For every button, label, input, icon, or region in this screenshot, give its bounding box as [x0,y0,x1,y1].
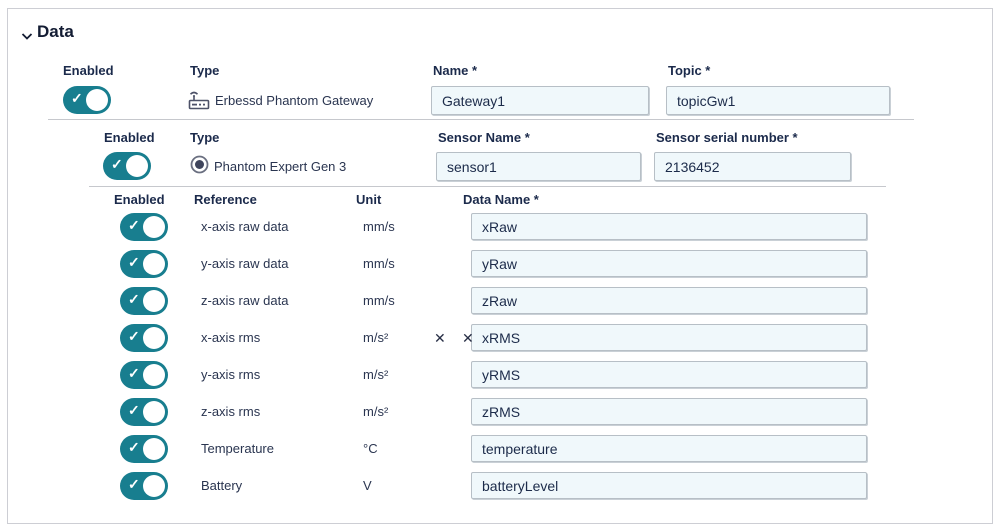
table-header-unit: Unit [356,192,382,207]
table-row: ✓ x-axis raw data mm/s [8,213,992,241]
check-icon: ✓ [128,291,140,307]
row-enabled-toggle[interactable]: ✓ [120,472,168,500]
check-icon: ✓ [111,156,123,172]
row-enabled-toggle[interactable]: ✓ [120,250,168,278]
gateway-topic-input[interactable] [666,86,890,115]
row-data-name-input[interactable] [471,472,867,499]
row-enabled-toggle[interactable]: ✓ [120,324,168,352]
row-reference: Battery [201,478,243,493]
row-reference: Temperature [201,441,274,456]
row-data-name-input[interactable] [471,250,867,277]
gateway-router-icon [188,88,211,111]
row-enabled-toggle[interactable]: ✓ [120,361,168,389]
toggle-knob [126,155,148,177]
gateway-enabled-label: Enabled [63,63,114,78]
remove-gateway-icon[interactable]: ✕ [462,330,474,346]
sensor-name-input[interactable] [436,152,641,181]
row-unit: mm/s [363,293,395,308]
table-header-reference: Reference [194,192,257,207]
row-data-name-input[interactable] [471,213,867,240]
row-unit: V [363,478,372,493]
row-reference: x-axis raw data [201,219,289,234]
remove-sensor-icon[interactable]: ✕ [434,330,446,346]
row-reference: y-axis rms [201,367,261,382]
toggle-knob [143,475,165,497]
sensor-separator [89,186,886,187]
row-reference: z-axis rms [201,404,261,419]
sensor-serial-input[interactable] [654,152,851,181]
row-unit: °C [363,441,378,456]
row-data-name-input[interactable] [471,287,867,314]
gateway-name-input[interactable] [431,86,649,115]
sensor-enabled-label: Enabled [104,130,155,145]
table-row: ✓ Battery V [8,472,992,500]
table-row: ✓ y-axis raw data mm/s [8,250,992,278]
data-section-panel: Data Enabled Type Name * Topic * ✓ Erbes… [7,8,993,524]
sensor-enabled-toggle[interactable]: ✓ [103,152,151,180]
row-data-name-input[interactable] [471,398,867,425]
check-icon: ✓ [128,217,140,233]
check-icon: ✓ [71,90,83,106]
toggle-knob [143,290,165,312]
row-unit: m/s² [363,367,389,382]
row-reference: y-axis raw data [201,256,289,271]
toggle-knob [143,438,165,460]
check-icon: ✓ [128,254,140,270]
row-data-name-input[interactable] [471,361,867,388]
row-unit: m/s² [363,404,389,419]
gateway-type-value: Erbessd Phantom Gateway [215,93,374,108]
table-row: ✓ x-axis rms m/s² ✕ ✕ [8,324,992,352]
row-reference: x-axis rms [201,330,261,345]
sensor-name-label: Sensor Name * [438,130,530,145]
toggle-knob [143,327,165,349]
check-icon: ✓ [128,328,140,344]
toggle-knob [143,401,165,423]
gateway-topic-label: Topic * [668,63,711,78]
check-icon: ✓ [128,365,140,381]
table-row: ✓ Temperature °C [8,435,992,463]
row-enabled-toggle[interactable]: ✓ [120,213,168,241]
table-header-data-name: Data Name * [463,192,539,207]
toggle-knob [143,216,165,238]
sensor-type-label: Type [190,130,220,145]
check-icon: ✓ [128,439,140,455]
gateway-separator [48,119,914,120]
table-row: ✓ z-axis raw data mm/s [8,287,992,315]
row-unit: mm/s [363,256,395,271]
gateway-name-label: Name * [433,63,478,78]
row-data-name-input[interactable] [471,324,867,351]
check-icon: ✓ [128,402,140,418]
row-unit: mm/s [363,219,395,234]
gateway-type-label: Type [190,63,220,78]
toggle-knob [143,364,165,386]
table-header-enabled: Enabled [114,192,165,207]
row-unit: m/s² [363,330,389,345]
radio-selected-icon[interactable] [190,155,209,174]
gateway-enabled-toggle[interactable]: ✓ [63,86,111,114]
section-title: Data [37,22,74,41]
toggle-knob [143,253,165,275]
toggle-knob [86,89,108,111]
row-data-name-input[interactable] [471,435,867,462]
row-enabled-toggle[interactable]: ✓ [120,435,168,463]
row-enabled-toggle[interactable]: ✓ [120,398,168,426]
table-row: ✓ y-axis rms m/s² [8,361,992,389]
chevron-down-icon[interactable] [19,28,35,44]
sensor-serial-label: Sensor serial number * [656,130,798,145]
check-icon: ✓ [128,476,140,492]
sensor-type-value: Phantom Expert Gen 3 [214,159,347,174]
row-enabled-toggle[interactable]: ✓ [120,287,168,315]
table-row: ✓ z-axis rms m/s² [8,398,992,426]
row-reference: z-axis raw data [201,293,289,308]
